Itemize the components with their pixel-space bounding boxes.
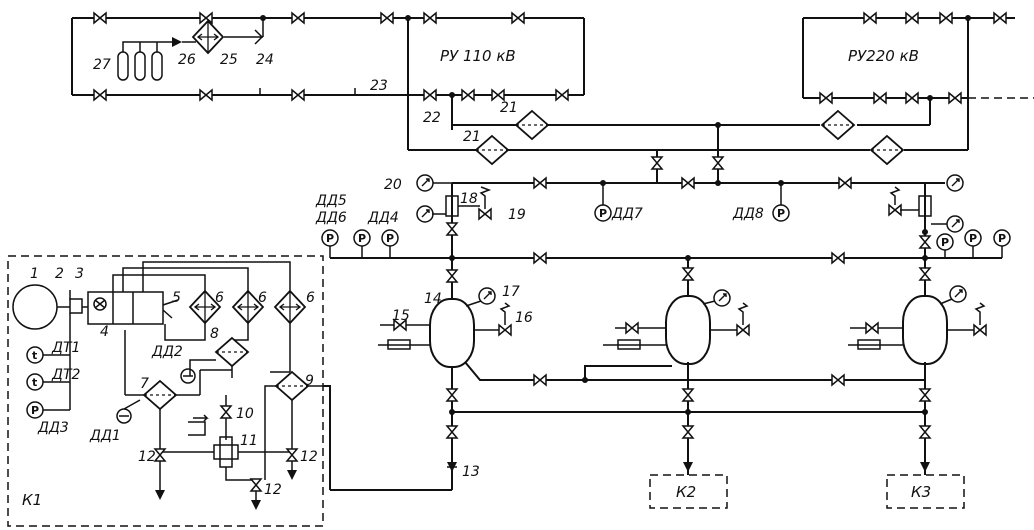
label-18: 18	[460, 191, 478, 207]
gauge-letter: P	[998, 232, 1006, 245]
label-dd5: ДД5	[315, 193, 347, 209]
label-dd8: ДД8	[732, 206, 764, 222]
label-k1: К1	[22, 491, 42, 509]
label-6c: 6	[306, 290, 315, 306]
label-17: 17	[502, 284, 520, 300]
distribution-line	[329, 246, 1003, 264]
label-27: 27	[93, 57, 111, 73]
header-lines	[416, 174, 964, 258]
compressor-k1: t t	[7, 255, 331, 527]
label-6a: 6	[215, 290, 224, 306]
label-20: 20	[384, 177, 402, 193]
label-5: 5	[172, 290, 181, 306]
label-19: 19	[508, 207, 526, 223]
label-dd3: ДД3	[37, 420, 69, 436]
gauge-letter: P	[31, 404, 39, 417]
label-dd1: ДД1	[89, 428, 121, 444]
label-2: 2	[55, 266, 64, 282]
lower-lines	[329, 362, 965, 509]
receivers	[378, 258, 987, 386]
gauge-letter: P	[326, 232, 334, 245]
label-26: 26	[178, 52, 196, 68]
label-12c: 12	[264, 482, 282, 498]
air-bottles	[117, 18, 264, 81]
label-21b: 21	[463, 129, 481, 145]
filters-21	[475, 110, 904, 165]
label-k2: К2	[676, 483, 696, 501]
label-15: 15	[392, 308, 410, 324]
label-21a: 21	[500, 100, 518, 116]
label-3: 3	[75, 266, 84, 282]
label-12a: 12	[138, 449, 156, 465]
top-valves	[93, 12, 1007, 170]
temp-letter: t	[32, 349, 37, 362]
label-12b: 12	[300, 449, 318, 465]
gauge-letter: P	[941, 236, 949, 249]
label-1: 1	[30, 266, 39, 282]
labels: РУ 110 кВ РУ220 кВ 27 26 25 24 23 22 21 …	[22, 47, 931, 509]
label-8: 8	[210, 326, 219, 342]
gauge-letter: P	[599, 207, 607, 220]
label-dd7: ДД7	[611, 206, 643, 222]
label-14: 14	[424, 291, 442, 307]
label-ru110: РУ 110 кВ	[440, 47, 516, 65]
label-9: 9	[305, 373, 314, 389]
label-dt2: ДТ2	[51, 367, 80, 383]
gauge-letter: P	[777, 207, 785, 220]
label-24: 24	[256, 52, 274, 68]
label-23: 23	[370, 78, 388, 94]
label-10: 10	[236, 406, 254, 422]
label-16: 16	[515, 310, 533, 326]
label-6b: 6	[258, 290, 267, 306]
label-k3: К3	[911, 483, 931, 501]
gauge-letter: P	[969, 232, 977, 245]
label-dt1: ДТ1	[51, 340, 80, 356]
label-4: 4	[100, 324, 109, 340]
label-11: 11	[240, 433, 258, 449]
label-7: 7	[140, 376, 149, 392]
label-ru220: РУ220 кВ	[848, 47, 919, 65]
gauge-letter: P	[358, 232, 366, 245]
gauge-letter: P	[386, 232, 394, 245]
temp-letter: t	[32, 376, 37, 389]
label-dd6: ДД6	[315, 210, 347, 226]
label-25: 25	[220, 52, 238, 68]
label-13: 13	[462, 464, 480, 480]
label-dd4: ДД4	[367, 210, 399, 226]
label-22: 22	[423, 110, 441, 126]
label-dd2: ДД2	[151, 344, 183, 360]
